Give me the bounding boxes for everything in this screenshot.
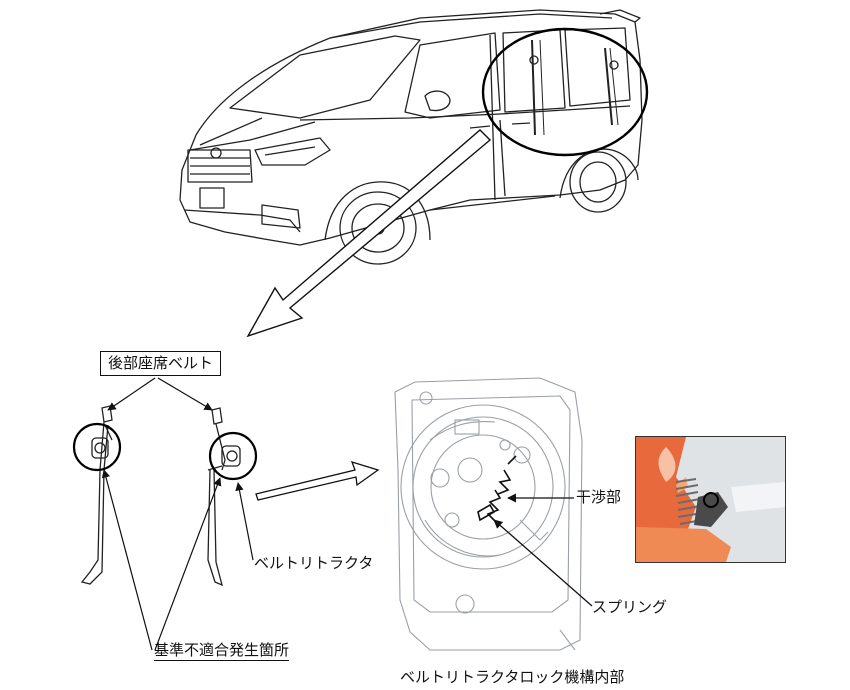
spring-closeup-graphic <box>636 437 785 562</box>
noncompliance-location-label: 基準不適合発生箇所 <box>154 641 290 661</box>
rear-seat-belt-label: 後部座席ベルト <box>100 351 222 376</box>
mechanism-callout-arrow <box>255 460 380 501</box>
rear-seat-belts-illustration <box>80 405 241 587</box>
belt-retractor-label: ベルトリトラクタ <box>254 554 374 572</box>
spring-label: スプリング <box>592 598 668 616</box>
spring-closeup-photo <box>635 436 786 563</box>
retractor-highlight-left <box>72 422 122 472</box>
retractor-highlight-right <box>208 431 258 481</box>
big-callout-arrow <box>246 129 492 338</box>
highlight-ellipse-van <box>481 27 649 157</box>
retractor-mechanism-illustration <box>394 377 583 651</box>
minivan-illustration <box>179 9 643 265</box>
interference-part-label: 干渉部 <box>576 488 622 506</box>
lock-mechanism-caption: ベルトリトラクタロック機構内部 <box>400 668 625 686</box>
spring-illustration <box>477 455 517 523</box>
